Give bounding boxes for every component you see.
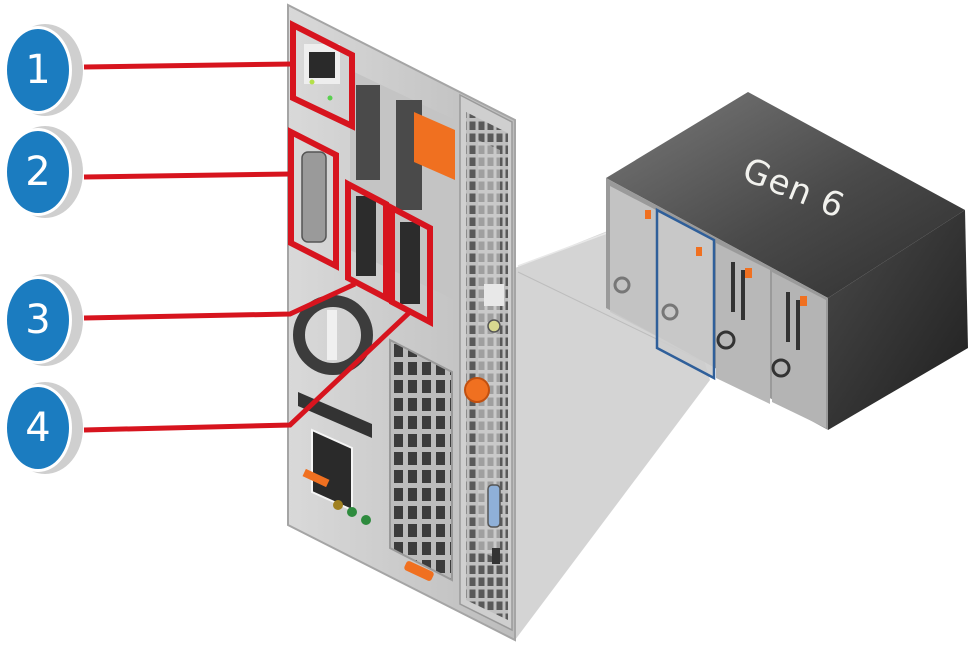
pcie-slot-1	[356, 85, 380, 180]
highlight-box-1	[290, 20, 355, 131]
enclosure-slot	[741, 270, 745, 320]
rj45-led-right	[327, 95, 333, 101]
callout-1: 1	[2, 24, 86, 116]
orange-release-tab	[414, 112, 455, 180]
callout-1-disc	[4, 24, 83, 116]
psu-fan	[293, 295, 373, 375]
psu-fan-hub	[327, 310, 337, 360]
leader-line-3	[83, 281, 357, 321]
leader-line-2	[83, 171, 292, 180]
callout-2: 2	[2, 126, 86, 218]
enclosure-node-1	[610, 186, 656, 336]
psu-led-amber	[333, 500, 343, 510]
psu-led-green-2	[361, 515, 371, 525]
enclosure-side	[828, 210, 968, 430]
callout-1-number: 1	[25, 47, 51, 93]
enclosure-fan	[716, 330, 736, 350]
gen6-enclosure	[606, 92, 968, 430]
psu-led-green-1	[347, 507, 357, 517]
node-rear-panel	[287, 3, 516, 642]
enclosure-fan	[661, 303, 679, 321]
orange-pull-tab	[404, 561, 434, 581]
enclosure-node-3	[716, 243, 770, 404]
enclosure-fan	[771, 358, 791, 378]
status-led	[487, 319, 501, 333]
panel-right-module-clean	[478, 140, 500, 560]
highlight-box-3	[345, 179, 389, 303]
label-plate	[484, 284, 504, 306]
psu-orange-tab	[302, 468, 330, 488]
callout-2-disc	[4, 126, 83, 218]
callout-4-disc	[4, 382, 83, 474]
enclosure-fan	[613, 276, 631, 294]
rj45-led-left	[309, 79, 315, 85]
selected-node-outline	[655, 207, 716, 381]
usb-port	[492, 548, 500, 564]
highlight-box-4	[389, 203, 433, 327]
rj45-port	[309, 52, 335, 78]
backend-port-1-body	[356, 196, 376, 276]
callout-2-number: 2	[25, 149, 51, 195]
leader-line-1	[83, 61, 294, 70]
callout-3-disc	[4, 274, 83, 366]
enclosure-top	[606, 92, 965, 298]
callout-4: 4	[2, 382, 86, 474]
callout-3-number: 3	[25, 297, 51, 343]
enclosure-orange-tab	[800, 296, 807, 306]
enclosure-node-2	[658, 212, 713, 376]
enclosure-slot	[796, 300, 800, 350]
enclosure-orange-tab	[696, 247, 702, 256]
enclosure-orange-tab	[645, 210, 651, 219]
leader-line-4	[83, 308, 414, 433]
enclosure-slot	[731, 262, 735, 312]
enclosure-slot	[786, 292, 790, 342]
callout-3: 3	[2, 274, 86, 366]
enclosure-orange-tab	[745, 268, 752, 278]
highlight-box-2	[288, 127, 339, 271]
serial-port	[301, 151, 327, 243]
psu-handle	[298, 392, 372, 438]
panel-lower-vent	[389, 338, 453, 582]
callout-4-number: 4	[25, 405, 51, 451]
mgmt-connector	[487, 484, 501, 528]
projection-line-top	[517, 229, 616, 267]
orange-lock-button	[464, 377, 490, 403]
backend-port-2-body	[400, 222, 420, 304]
